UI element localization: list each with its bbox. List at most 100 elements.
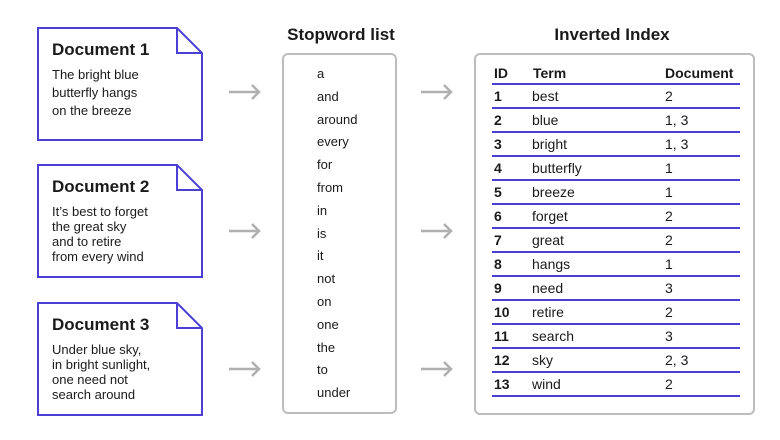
document-sheet-icon bbox=[37, 27, 203, 141]
column-header-id: ID bbox=[494, 65, 508, 81]
row-underline bbox=[492, 107, 740, 109]
arrow-doc3-to-stopwords bbox=[229, 361, 261, 377]
row-underline bbox=[492, 395, 740, 397]
term-id: 12 bbox=[494, 352, 510, 368]
document-title: Document 3 bbox=[52, 315, 150, 334]
table-row: 11 search 3 bbox=[492, 325, 740, 349]
stopword: is bbox=[317, 226, 327, 241]
term-documents: 2 bbox=[665, 208, 673, 224]
column-header-term: Term bbox=[533, 65, 567, 81]
row-underline bbox=[492, 179, 740, 181]
term-documents: 2 bbox=[665, 232, 673, 248]
document-text-line: Under blue sky, bbox=[52, 342, 142, 357]
document-text-line: and to retire bbox=[52, 234, 122, 249]
term-documents: 1 bbox=[665, 184, 673, 200]
document-text-line: on the breeze bbox=[52, 103, 132, 118]
document-sheet-icon bbox=[37, 164, 203, 278]
inverted-index-title: Inverted Index bbox=[554, 25, 670, 44]
document-text-line: It’s best to forget bbox=[52, 204, 148, 219]
stopword: a bbox=[317, 66, 325, 81]
table-row: 13 wind 2 bbox=[492, 373, 740, 397]
stopword: on bbox=[317, 294, 332, 309]
term-id: 9 bbox=[494, 280, 502, 296]
document-text-line: search around bbox=[52, 387, 136, 402]
document-title: Document 1 bbox=[52, 40, 150, 59]
stopword: in bbox=[317, 203, 328, 218]
term-documents: 1, 3 bbox=[665, 136, 689, 152]
column-header-document: Document bbox=[665, 65, 734, 81]
document-text-line: one need not bbox=[52, 372, 128, 387]
document-text-line: in bright sunlight, bbox=[52, 357, 151, 372]
term-id: 6 bbox=[494, 208, 502, 224]
table-row: 9 need 3 bbox=[492, 277, 740, 301]
table-row: 10 retire 2 bbox=[492, 301, 740, 325]
stopword: for bbox=[317, 157, 333, 172]
term-id: 7 bbox=[494, 232, 502, 248]
term-documents: 3 bbox=[665, 280, 673, 296]
inverted-index-box bbox=[474, 53, 755, 415]
term-text: bright bbox=[532, 136, 568, 152]
term-text: sky bbox=[532, 352, 553, 368]
term-documents: 1 bbox=[665, 256, 673, 272]
term-id: 3 bbox=[494, 136, 502, 152]
term-documents: 2 bbox=[665, 376, 673, 392]
term-text: search bbox=[532, 328, 575, 344]
stopword: the bbox=[317, 340, 336, 355]
term-documents: 3 bbox=[665, 328, 673, 344]
row-underline bbox=[492, 251, 740, 253]
stopword: not bbox=[317, 271, 336, 286]
term-id: 10 bbox=[494, 304, 510, 320]
term-text: wind bbox=[532, 376, 561, 392]
stopword: around bbox=[317, 112, 358, 127]
table-row: 6 forget 2 bbox=[492, 205, 740, 229]
stopword: it bbox=[317, 248, 324, 263]
arrow-stopwords-to-index-1 bbox=[421, 84, 453, 100]
row-underline bbox=[492, 275, 740, 277]
term-text: hangs bbox=[532, 256, 571, 272]
document-card-2: Document 2 It’s best to forget the great… bbox=[37, 164, 203, 278]
row-underline bbox=[492, 371, 740, 373]
row-underline bbox=[492, 131, 740, 133]
row-underline bbox=[492, 323, 740, 325]
term-id: 2 bbox=[494, 112, 502, 128]
term-documents: 2 bbox=[665, 304, 673, 320]
stopword: and bbox=[317, 89, 339, 104]
stopword: one bbox=[317, 317, 339, 332]
row-underline bbox=[492, 155, 740, 157]
term-id: 5 bbox=[494, 184, 502, 200]
stopword: from bbox=[317, 180, 343, 195]
term-text: retire bbox=[532, 304, 564, 320]
table-row: 8 hangs 1 bbox=[492, 253, 740, 277]
term-id: 13 bbox=[494, 376, 510, 392]
term-documents: 1 bbox=[665, 160, 673, 176]
header-underline bbox=[492, 83, 740, 85]
arrow-doc2-to-stopwords bbox=[229, 223, 261, 239]
term-id: 11 bbox=[494, 328, 509, 344]
term-text: need bbox=[532, 280, 564, 296]
document-text-line: from every wind bbox=[52, 249, 144, 264]
row-underline bbox=[492, 299, 740, 301]
stopword: to bbox=[317, 362, 328, 377]
document-text-line: butterfly hangs bbox=[52, 85, 138, 100]
document-text-line: The bright blue bbox=[52, 67, 139, 82]
document-card-1: Document 1 The bright blue butterfly han… bbox=[37, 27, 203, 141]
document-title: Document 2 bbox=[52, 177, 150, 196]
arrow-doc1-to-stopwords bbox=[229, 84, 261, 100]
document-card-3: Document 3 Under blue sky, in bright sun… bbox=[37, 302, 203, 416]
term-id: 1 bbox=[494, 88, 502, 104]
row-underline bbox=[492, 203, 740, 205]
term-text: forget bbox=[532, 208, 568, 224]
document-text-line: the great sky bbox=[52, 219, 127, 234]
term-id: 8 bbox=[494, 256, 502, 272]
stopword: every bbox=[317, 134, 349, 149]
row-underline bbox=[492, 347, 740, 349]
term-documents: 2 bbox=[665, 88, 673, 104]
stopword-list-box bbox=[282, 53, 397, 414]
